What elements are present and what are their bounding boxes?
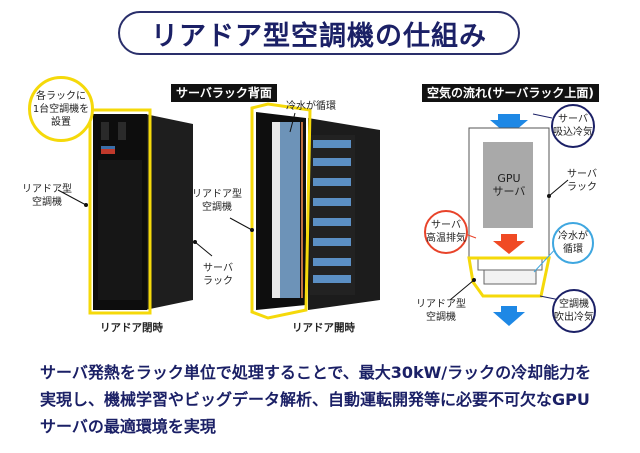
section-tag-airflow: 空気の流れ(サーバラック上面) xyxy=(422,84,599,102)
bubble-server-hot-exhaust: サーバ 高温排気 xyxy=(424,210,468,254)
bubble-unit-outlet-cold-air: 空調機 吹出冷気 xyxy=(552,289,596,333)
caption-door-open: リアドア開時 xyxy=(292,322,355,334)
description-line: サーバの最適環境を実現 xyxy=(40,417,216,436)
label-rear-door-unit-closed: リアドア型 空調機 xyxy=(22,184,72,208)
cold-air-arrow-top xyxy=(490,114,528,136)
caption-door-closed: リアドア閉時 xyxy=(100,322,163,334)
label-rear-door-unit-open: リアドア型 空調機 xyxy=(192,189,242,213)
section-tag-rack-rear: サーバラック背面 xyxy=(171,84,277,102)
label-server-rack-photo: サーバ ラック xyxy=(203,263,233,287)
gpu-server-box xyxy=(483,142,533,228)
description-line: 実現し、機械学習やビッグデータ解析、自動運転開発等に必要不可欠なGPU xyxy=(40,390,590,409)
label-chilled-water: 冷水が循環 xyxy=(286,101,336,112)
cold-air-arrow-bottom xyxy=(493,306,525,326)
label-rear-door-unit-diagram: リアドア型 空調機 xyxy=(416,299,466,323)
description: サーバ発熱をラック単位で処理することで、最大30kW/ラックの冷却能力を 実現し… xyxy=(40,359,620,440)
gpu-server-label: GPU サーバ xyxy=(492,172,526,198)
rack-open-photo xyxy=(193,102,380,320)
airflow-diagram xyxy=(449,113,569,326)
description-line: サーバ発熱をラック単位で処理することで、最大30kW/ラックの冷却能力を xyxy=(40,363,592,382)
highlight-frame xyxy=(88,108,152,315)
bubble-chilled-water-circulates: 冷水が 循環 xyxy=(552,222,594,264)
title-banner: リアドア型空調機の仕組み xyxy=(118,11,520,55)
highlight-frame xyxy=(250,102,312,320)
hot-air-arrow xyxy=(493,234,525,254)
rack-closed-photo xyxy=(57,108,193,315)
callout-one-unit-per-rack: 各ラックに 1台空調機を 設置 xyxy=(28,76,94,142)
page-title: リアドア型空調機の仕組み xyxy=(151,20,487,52)
label-server-rack-diagram: サーバ ラック xyxy=(567,169,597,193)
bubble-server-intake-cold-air: サーバ 吸込冷気 xyxy=(551,104,595,148)
rear-door-unit-frame xyxy=(467,256,551,298)
